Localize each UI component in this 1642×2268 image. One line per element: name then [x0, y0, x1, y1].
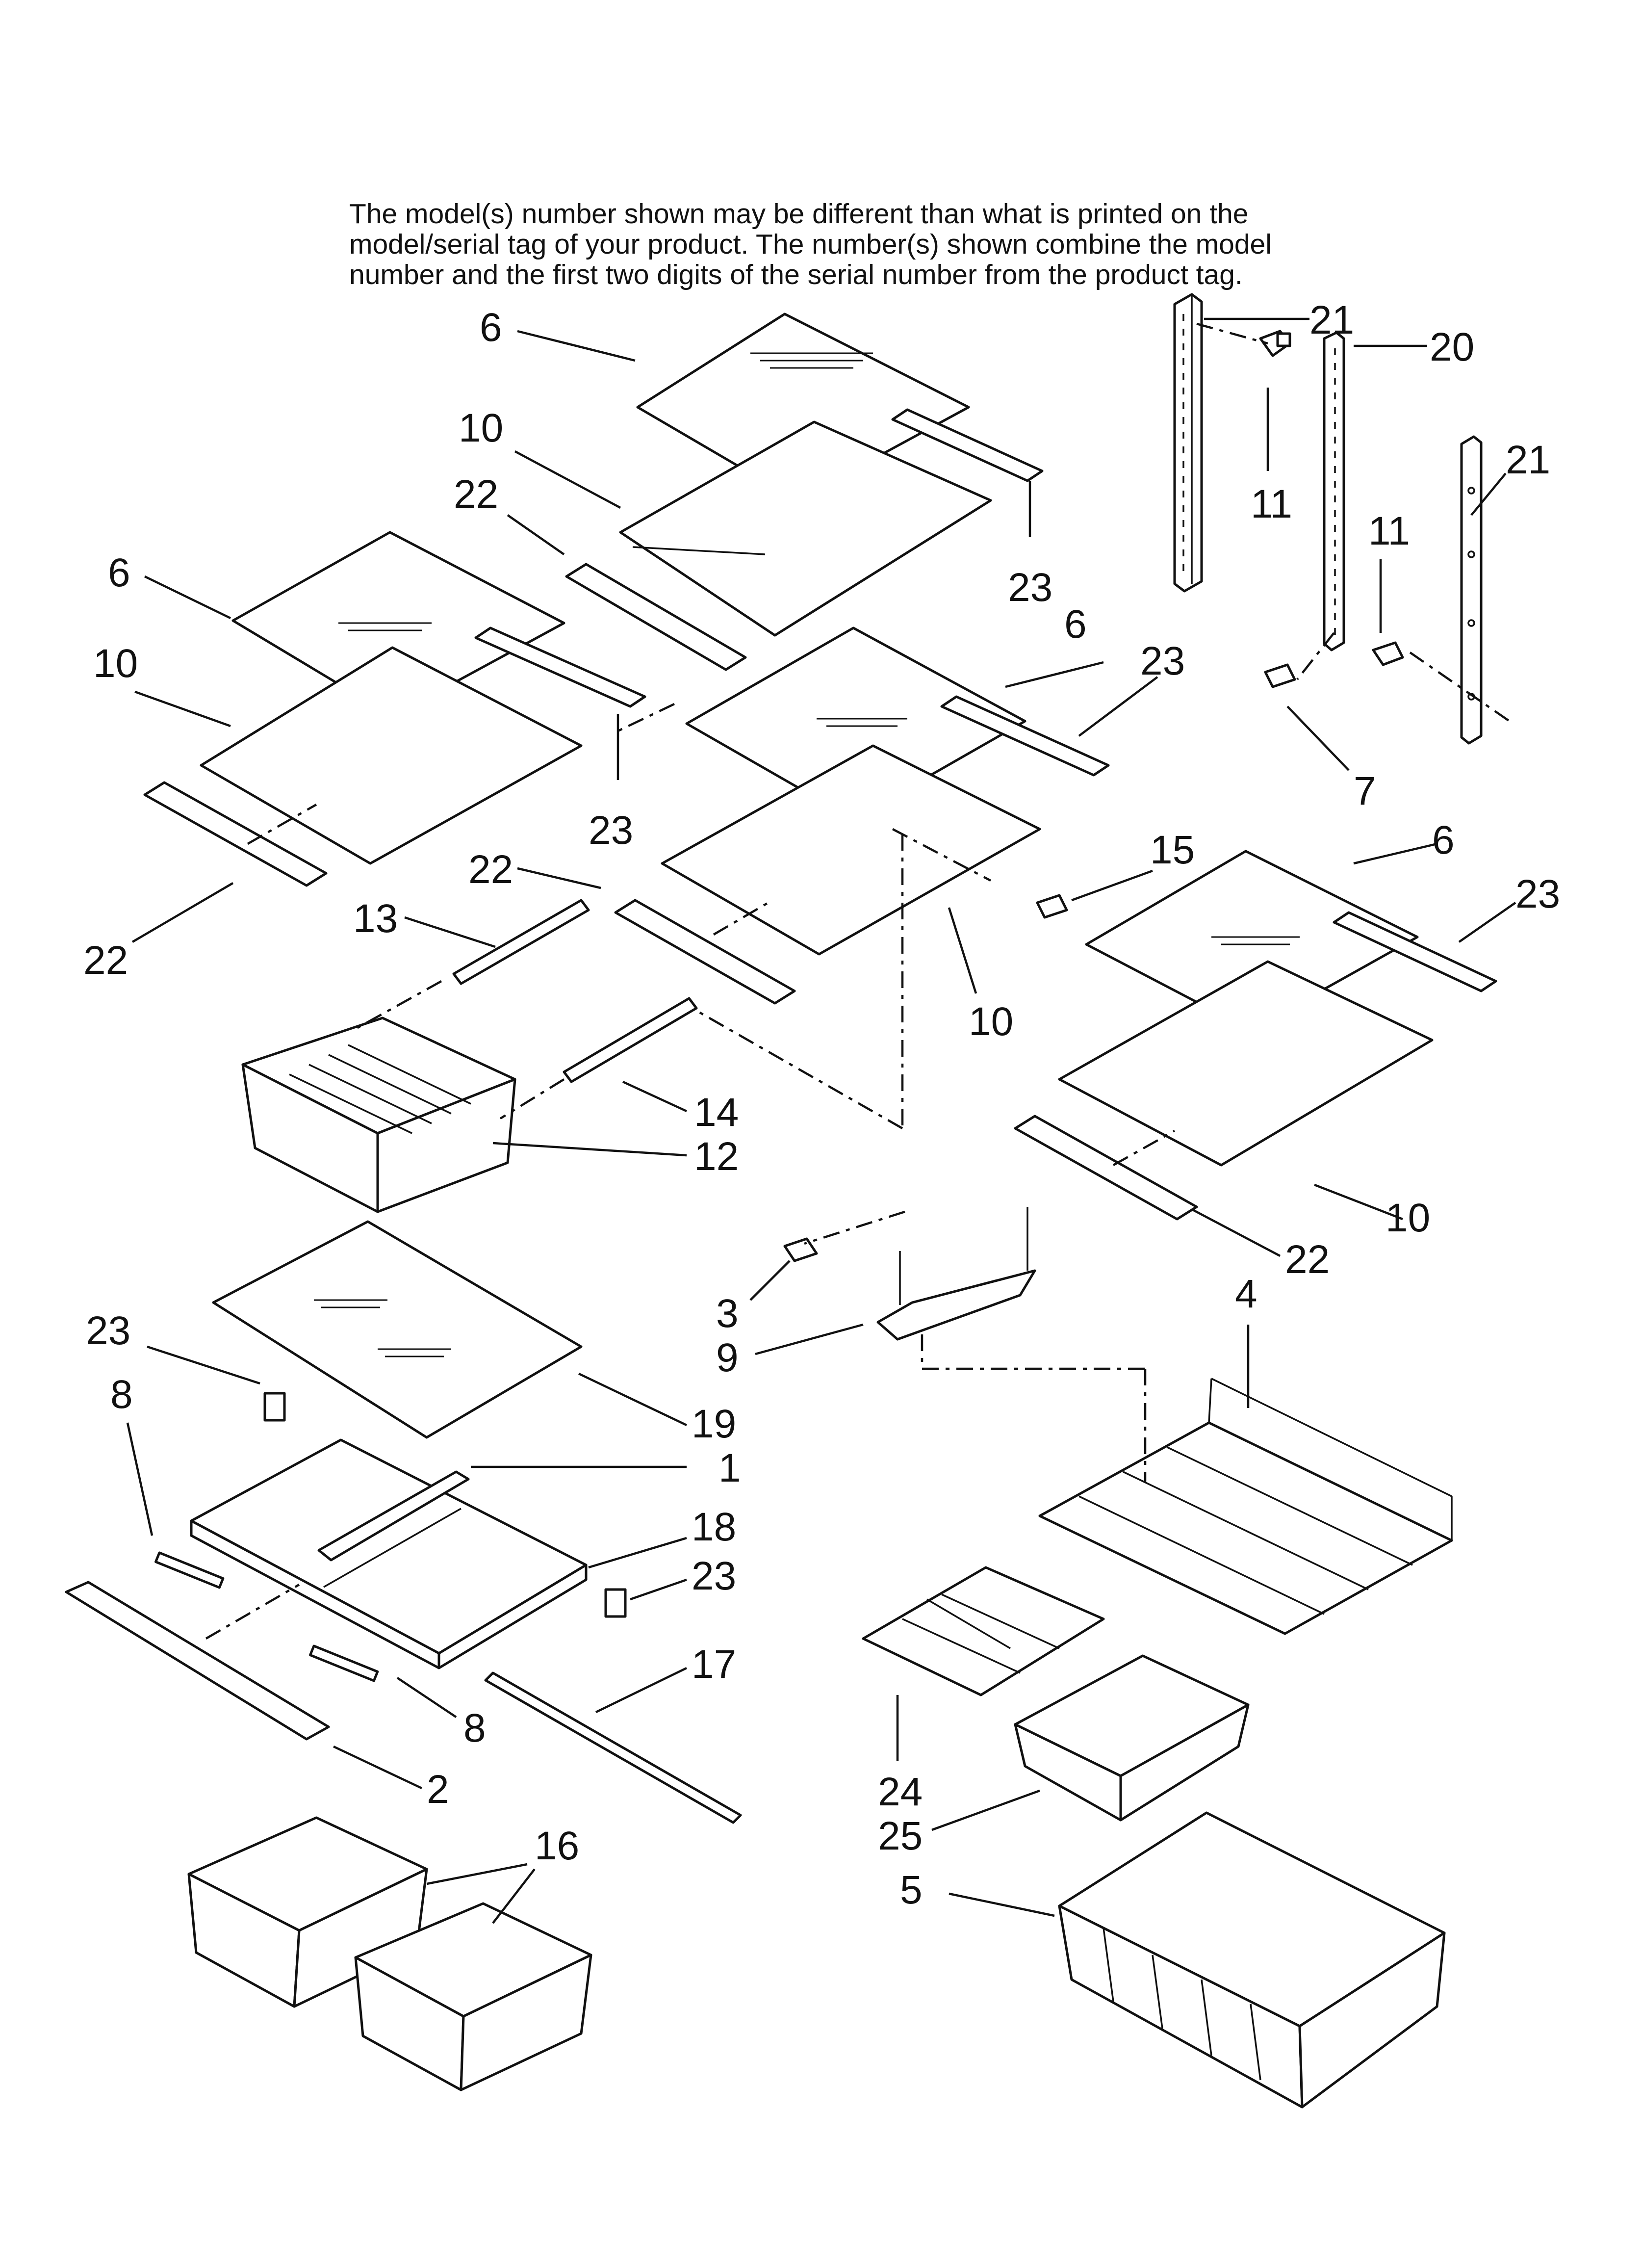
callout-20: 20	[1430, 325, 1474, 369]
note-line: The model(s) number shown may be differe…	[349, 198, 1248, 230]
callout-23: 23	[589, 808, 633, 853]
callout-1: 1	[718, 1446, 741, 1490]
callout-6: 6	[108, 550, 130, 595]
callout-21: 21	[1506, 438, 1550, 482]
shelf-ladder-rail	[1323, 331, 1345, 652]
screw-icon	[1372, 641, 1404, 666]
callout-24: 24	[878, 1770, 923, 1814]
shelf-front-trim	[565, 563, 747, 671]
shelf-front-trim	[614, 899, 796, 1005]
glass-shelf-panel	[1085, 850, 1497, 1032]
freezer-bin	[1014, 1654, 1250, 1822]
drawer-slide	[452, 899, 590, 985]
callout-6: 6	[1064, 602, 1087, 647]
drawer-rail	[317, 1470, 470, 1562]
shelf-frame	[661, 744, 1041, 956]
screw-icon	[1264, 663, 1296, 688]
callout-25: 25	[878, 1814, 923, 1858]
callout-12: 12	[694, 1134, 739, 1179]
clip-icon	[604, 1588, 627, 1618]
wire-basket	[1058, 1811, 1446, 2109]
drawer-slide	[563, 997, 698, 1083]
callout-6: 6	[480, 305, 502, 350]
drawer-frame	[190, 1438, 588, 1669]
crisper-bin	[354, 1902, 592, 2091]
shelf-front-trim	[143, 781, 328, 887]
callout-11: 11	[1251, 482, 1292, 526]
callout-10: 10	[459, 406, 503, 450]
leader-arrows	[126, 317, 1516, 1924]
callout-23: 23	[86, 1308, 130, 1353]
parts-artwork	[65, 293, 1516, 2109]
drawer-front-trim	[65, 1581, 330, 1741]
callout-21: 21	[1309, 298, 1354, 342]
callout-5: 5	[900, 1868, 923, 1912]
callout-4: 4	[1235, 1272, 1257, 1316]
bracket	[309, 1644, 379, 1682]
callout-23: 23	[692, 1554, 736, 1598]
callout-9: 9	[716, 1335, 739, 1380]
shelf-frame	[619, 420, 992, 637]
callout-22: 22	[468, 847, 513, 892]
shelf-front-trim	[1014, 1115, 1198, 1221]
callout-8: 8	[463, 1706, 486, 1750]
ice-tray	[862, 1566, 1105, 1696]
note-line: model/serial tag of your product. The nu…	[349, 229, 1272, 260]
callout-13: 13	[353, 896, 398, 941]
callout-3: 3	[716, 1291, 739, 1336]
bracket	[154, 1551, 225, 1589]
assembly-lines	[205, 322, 1514, 1640]
callout-22: 22	[83, 938, 128, 983]
callout-labels: 21 20 11 21 11 7 6 10 22 23 6 10 23 22 6…	[83, 298, 1560, 1912]
callout-18: 18	[692, 1505, 736, 1549]
callout-10: 10	[1385, 1196, 1430, 1240]
glass-drawer-cover	[212, 1220, 583, 1439]
callout-8: 8	[110, 1372, 133, 1417]
basket-bracket	[876, 1207, 1036, 1341]
screw-icon	[1259, 330, 1291, 357]
callout-23: 23	[1515, 872, 1560, 916]
model-number-note: The model(s) number shown may be differe…	[349, 198, 1272, 290]
callout-14: 14	[694, 1090, 739, 1135]
rod	[484, 1671, 742, 1824]
note-line: number and the first two digits of the s…	[349, 259, 1243, 290]
callout-11: 11	[1368, 509, 1410, 553]
shelf-ladder-rail	[1460, 435, 1483, 745]
callout-15: 15	[1150, 828, 1195, 872]
crisper-drawer	[241, 1017, 516, 1213]
callout-16: 16	[535, 1824, 579, 1868]
callout-7: 7	[1354, 769, 1376, 813]
screw-icon	[783, 1237, 818, 1262]
callout-23: 23	[1008, 565, 1052, 610]
callout-10: 10	[93, 641, 138, 686]
shelf-frame	[200, 646, 583, 865]
callout-19: 19	[692, 1402, 736, 1446]
callout-6: 6	[1432, 818, 1455, 862]
callout-22: 22	[454, 472, 498, 517]
shelf-ladder-rail	[1173, 293, 1203, 593]
callout-23: 23	[1140, 639, 1185, 683]
callout-10: 10	[969, 999, 1013, 1044]
callout-2: 2	[427, 1767, 449, 1812]
callout-22: 22	[1285, 1237, 1330, 1282]
crisper-bin	[187, 1816, 428, 2008]
callout-17: 17	[692, 1642, 736, 1687]
wire-shelf	[1038, 1378, 1453, 1635]
screw-icon	[1036, 894, 1068, 919]
clip-icon	[263, 1392, 286, 1422]
shelf-frame	[1058, 960, 1434, 1167]
